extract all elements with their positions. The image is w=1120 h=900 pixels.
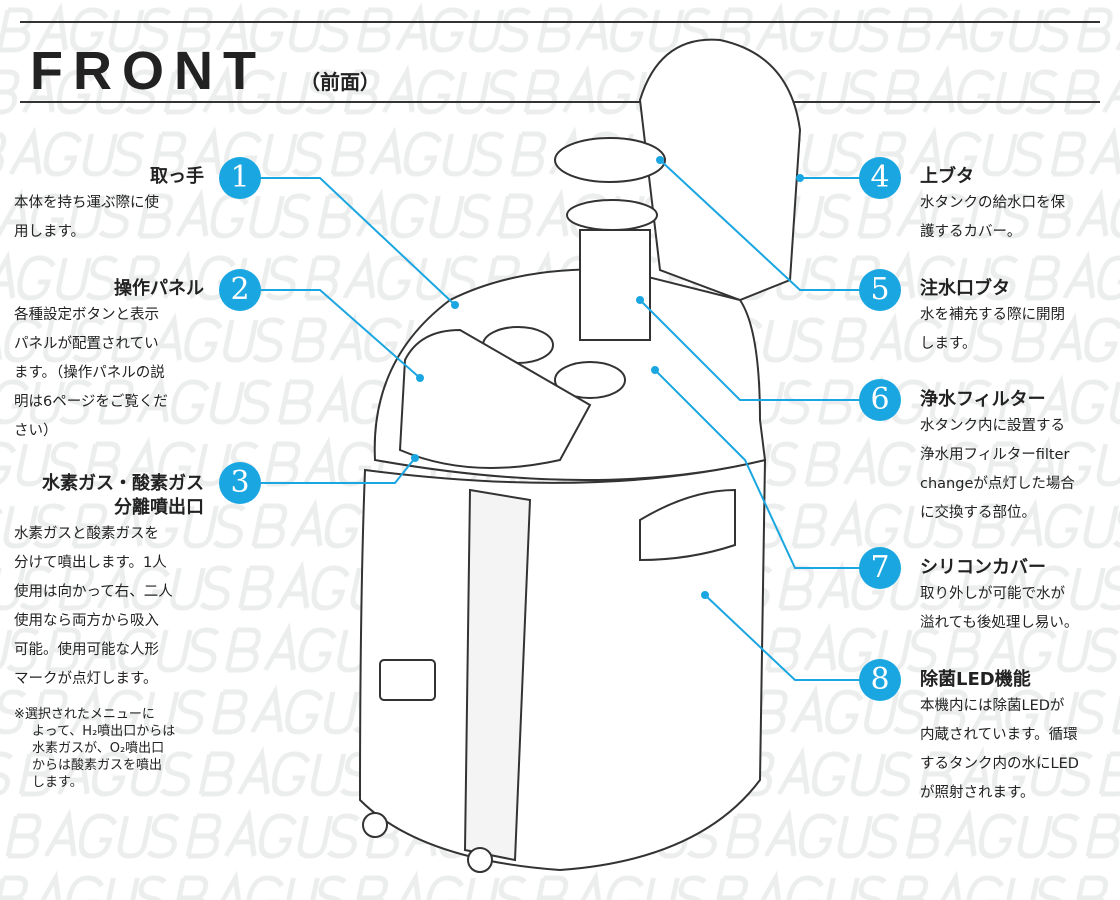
callout-1: 1 — [219, 157, 261, 199]
desc-line: changeが点灯した場合 — [920, 476, 1075, 492]
header-rule — [20, 101, 1100, 103]
leader-line — [659, 159, 880, 291]
callout-6: 6 — [859, 379, 901, 421]
leader-dot — [636, 296, 644, 304]
desc-line: 護するカバー。 — [920, 224, 1022, 240]
control-panel — [398, 328, 592, 469]
item-title: 操作パネル — [114, 278, 204, 299]
body — [358, 458, 767, 872]
note-line: します。 — [32, 775, 83, 790]
leader-dot — [796, 174, 804, 182]
item-fill-cap: 注水口ブタ 水を補充する際に開閉 します。 — [920, 277, 1065, 359]
tank-opening — [554, 361, 626, 399]
page-title: FRONT — [30, 41, 266, 101]
item-title: 上ブタ — [920, 166, 974, 187]
desc-line: ます。（操作パネルの説 — [14, 365, 165, 381]
callout-2: 2 — [219, 269, 261, 311]
page-subtitle: （前面） — [300, 70, 380, 94]
front-panel — [463, 488, 532, 862]
desc-line: 各種設定ボタンと表示 — [14, 307, 159, 323]
desc-line: 使用なら両方から吸入 — [14, 613, 159, 629]
desc-line: さい） — [14, 423, 58, 439]
desc-line: 内蔵されています。循環 — [920, 727, 1078, 743]
desc-line: 用します。 — [14, 224, 86, 240]
callout-4: 4 — [859, 157, 901, 199]
item-led: 除菌LED機能 本機内には除菌LEDが 内蔵されています。循環 するタンク内の水… — [920, 668, 1079, 808]
item-gas-outlet: 水素ガス・酸素ガス 分離噴出口 水素ガスと酸素ガスを 分けて噴出します。1人 使… — [14, 472, 204, 694]
callout-8: 8 — [859, 659, 901, 701]
desc-line: 水タンクの給水口を保 — [920, 195, 1065, 211]
item-title: 取っ手 — [150, 166, 204, 187]
callout-7: 7 — [859, 547, 901, 589]
leader-dot — [411, 454, 419, 462]
desc-line: 可能。使用可能な人形 — [14, 642, 159, 658]
desc-line: します。 — [920, 336, 977, 352]
leader-dot — [701, 591, 709, 599]
filter — [579, 229, 651, 341]
fill-cap — [554, 137, 666, 183]
leader-line — [240, 289, 421, 379]
desc-line: 水を補充する際に開閉 — [920, 307, 1065, 323]
item-water-filter: 浄水フィルター 水タンク内に設置する 浄水用フィルターfilter change… — [920, 388, 1075, 528]
desc-line: するタンク内の水にLED — [920, 756, 1079, 772]
item-handle: 取っ手 本体を持ち運ぶ際に使 用します。 — [14, 165, 204, 247]
leader-line — [639, 299, 880, 401]
desc-line: 水タンク内に設置する — [920, 418, 1065, 434]
note-line: よって、H₂噴出口からは — [32, 724, 176, 739]
desc-line: に交換する部位。 — [920, 505, 1036, 521]
leader-line — [240, 457, 416, 484]
top-rule — [20, 21, 1100, 23]
leader-dot — [451, 301, 459, 309]
caster — [362, 812, 388, 838]
note-line: ※選択されたメニューに — [14, 707, 155, 722]
note-line: からは酸素ガスを噴出 — [32, 758, 163, 773]
desc-line: 分けて噴出します。1人 — [14, 555, 167, 571]
desc-line: 本機内には除菌LEDが — [920, 698, 1065, 714]
callout-3: 3 — [219, 462, 261, 504]
caster — [467, 847, 493, 873]
gas-outlet-note: ※選択されたメニューに よって、H₂噴出口からは 水素ガスが、O₂噴出口 からは… — [14, 706, 175, 791]
item-title: 除菌LED機能 — [920, 669, 1031, 690]
desc-line: 取り外しが可能で水が — [920, 586, 1065, 602]
desc-line: 明は6ページをご覧くだ — [14, 394, 168, 410]
callout-5: 5 — [859, 269, 901, 311]
leader-line — [704, 594, 880, 681]
item-title: 水素ガス・酸素ガス — [42, 473, 204, 494]
leader-dot — [656, 156, 664, 164]
item-control-panel: 操作パネル 各種設定ボタンと表示 パネルが配置されてい ます。（操作パネルの説 … — [14, 277, 204, 446]
note-line: 水素ガスが、O₂噴出口 — [32, 741, 165, 756]
desc-line: 溢れても後処理し易い。 — [920, 615, 1079, 631]
item-title: 注水口ブタ — [920, 278, 1010, 299]
desc-line: 使用は向かって右、二人 — [14, 584, 173, 600]
item-top-lid: 上ブタ 水タンクの給水口を保 護するカバー。 — [920, 165, 1065, 247]
item-title: シリコンカバー — [920, 557, 1046, 578]
item-title-line2: 分離噴出口 — [114, 497, 204, 518]
item-silicone-cover: シリコンカバー 取り外しが可能で水が 溢れても後処理し易い。 — [920, 556, 1078, 638]
desc-line: 本体を持ち運ぶ際に使 — [14, 195, 159, 211]
grip — [639, 488, 736, 562]
desc-line: が照射されます。 — [920, 785, 1035, 801]
lid — [638, 38, 802, 302]
desc-line: 浄水用フィルターfilter — [920, 447, 1070, 463]
desc-line: マークが点灯します。 — [14, 671, 158, 687]
item-title: 浄水フィルター — [920, 389, 1046, 410]
desc-line: パネルが配置されてい — [14, 336, 159, 352]
desc-line: 水素ガスと酸素ガスを — [14, 526, 159, 542]
leader-line — [654, 369, 880, 569]
leader-dot — [416, 374, 424, 382]
filter-top — [566, 199, 658, 231]
leader-line — [240, 177, 456, 306]
leader-dot — [651, 366, 659, 374]
side-handle — [379, 659, 436, 701]
